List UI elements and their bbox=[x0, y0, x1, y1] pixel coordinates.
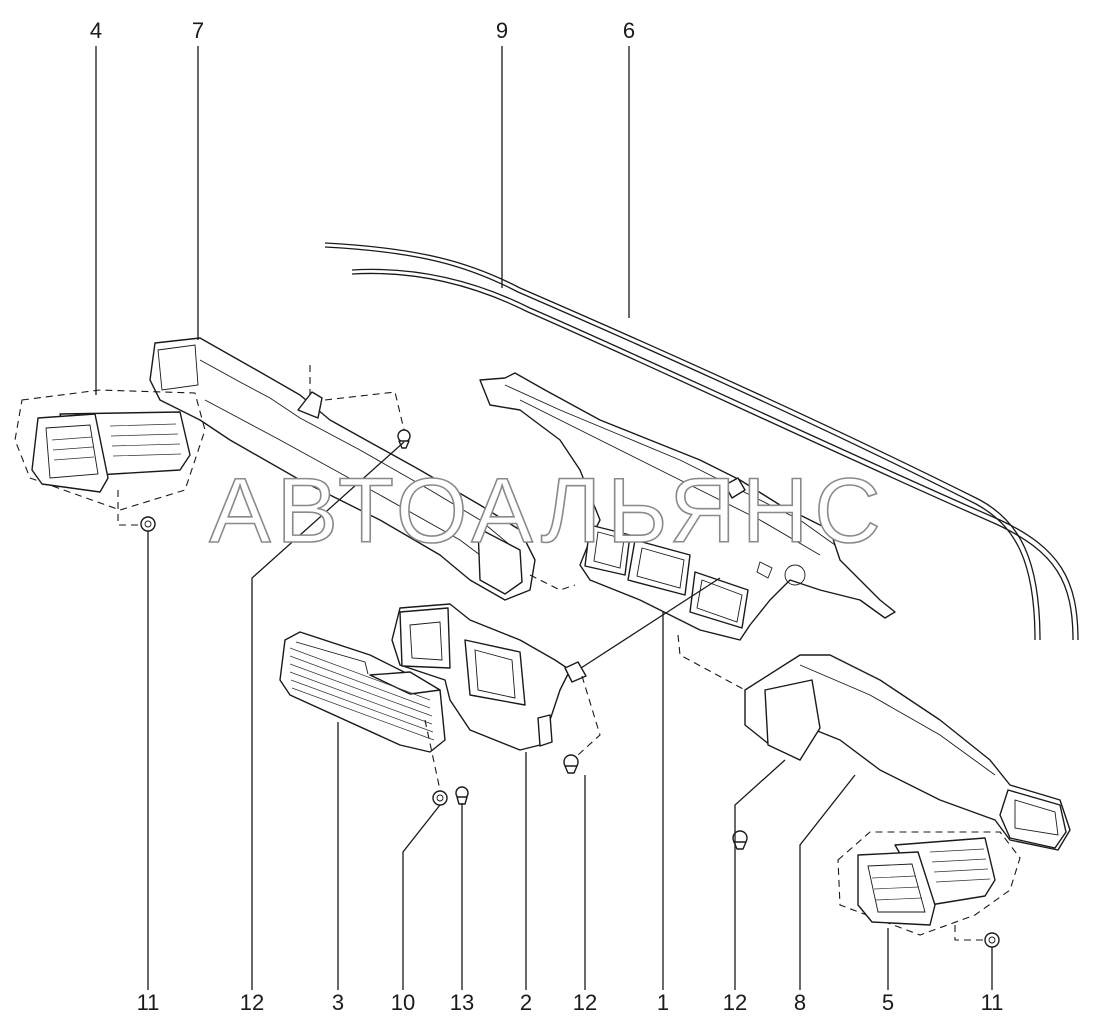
callout-3: 3 bbox=[332, 990, 344, 1015]
callout-10: 10 bbox=[391, 990, 415, 1015]
screw-12-left bbox=[309, 365, 411, 449]
watermark: АВТОАЛЬЯНС bbox=[209, 460, 887, 562]
clip-11-left bbox=[117, 490, 156, 532]
callout-4: 4 bbox=[90, 18, 102, 43]
center-duct-2 bbox=[391, 603, 587, 751]
air-duct-right-8 bbox=[744, 654, 1071, 851]
air-duct-left-7 bbox=[149, 337, 536, 601]
nut-10 bbox=[424, 719, 448, 806]
callout-12-right: 12 bbox=[723, 990, 747, 1015]
screw-12-right bbox=[732, 830, 748, 850]
callout-5: 5 bbox=[882, 990, 894, 1015]
callout-13: 13 bbox=[450, 990, 474, 1015]
callout-11-left: 11 bbox=[137, 990, 160, 1015]
callout-9: 9 bbox=[496, 18, 508, 43]
clip-11-right bbox=[954, 925, 1000, 948]
callout-7: 7 bbox=[192, 18, 204, 43]
dashed-guides bbox=[529, 574, 746, 691]
callout-12-center: 12 bbox=[573, 990, 597, 1015]
central-duct-1 bbox=[479, 372, 896, 641]
vent-outlet-right-5 bbox=[837, 831, 1021, 936]
center-grille-3 bbox=[279, 631, 446, 753]
callout-6: 6 bbox=[623, 18, 635, 43]
screw-12-center bbox=[563, 675, 601, 774]
callout-2: 2 bbox=[520, 990, 532, 1015]
callout-11-right: 11 bbox=[981, 990, 1004, 1015]
seal-strip-6 bbox=[351, 268, 1079, 641]
callout-1: 1 bbox=[657, 990, 669, 1015]
callout-8: 8 bbox=[794, 990, 806, 1015]
leader-lines bbox=[95, 46, 993, 990]
callout-12-left: 12 bbox=[240, 990, 264, 1015]
screw-13 bbox=[455, 786, 469, 805]
seal-strip-9 bbox=[324, 242, 1041, 641]
vent-outlet-left-4 bbox=[14, 389, 206, 511]
